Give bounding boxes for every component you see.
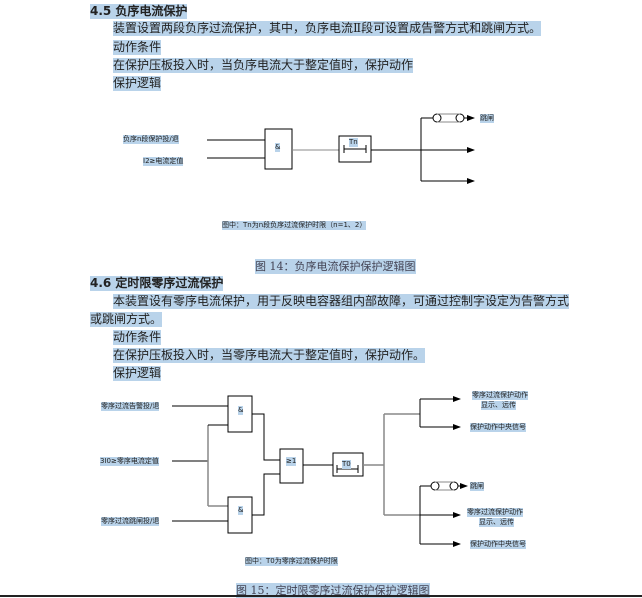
figure-caption: 图 14：负序电流保护保护逻辑图 [255,259,416,274]
section-heading: 4.6 定时限零序过流保护 [90,276,224,291]
diagram-note: 图中：T0为零序过流保护时限 [245,557,338,566]
figure-caption: 图 15：定时限零序过流保护保护逻辑图 [236,583,430,598]
diagram-input-label: 零序过流告警投/退 [101,402,160,411]
or-gate-label: ≥1 [286,457,297,466]
and-gate-label: & [275,143,281,152]
subheading: 动作条件 [113,40,162,55]
timer-label: T0 [342,460,351,469]
output-label: 零序过流保护动作 [467,508,523,517]
diagram-input-label: 负序n段保护投/退 [123,135,179,144]
diagram-note: 图中：Tn为n段负序过流保护时限（n=1、2） [222,221,367,230]
subheading: 保护逻辑 [113,76,162,91]
timer-box [338,135,372,163]
output-label: 零序过流保护动作 [472,391,528,400]
output-label: 跳闸 [470,482,484,491]
and-gate-box [264,128,293,170]
output-label: 保护动作中央信号 [470,423,526,432]
diagram-input-label: I2≥电流定值 [143,157,184,166]
paragraph: 或跳闸方式。 [90,312,163,327]
output-label: 跳闸 [480,114,494,123]
and-gate-label: & [238,506,244,515]
paragraph: 在保护压板投入时，当零序电流大于整定值时，保护动作。 [113,348,426,363]
section-heading: 4.5 负序电流保护 [90,4,188,19]
diagram-input-label: 零序过流跳闸投/退 [101,517,160,526]
subheading: 动作条件 [113,330,162,345]
output-label: 保护动作中央信号 [470,540,526,549]
subheading: 保护逻辑 [113,366,162,381]
timer-label: Tn [349,138,358,147]
paragraph: 本装置设有零序电流保护，用于反映电容器组内部故障，可通过控制字设定为告警方式 [113,294,570,309]
and-gate-label: & [238,406,244,415]
page-bottom-rule [0,595,642,597]
paragraph: 在保护压板投入时，当负序电流大于整定值时，保护动作 [113,58,414,73]
output-label: 显示、远传 [481,401,516,410]
paragraph: 装置设置两段负序过流保护，其中，负序电流Ⅱ段可设置成告警方式和跳闸方式。 [113,21,542,36]
output-label: 显示、远传 [479,518,514,527]
diagram-input-label: 3I0≥零序电流定值 [100,457,159,466]
